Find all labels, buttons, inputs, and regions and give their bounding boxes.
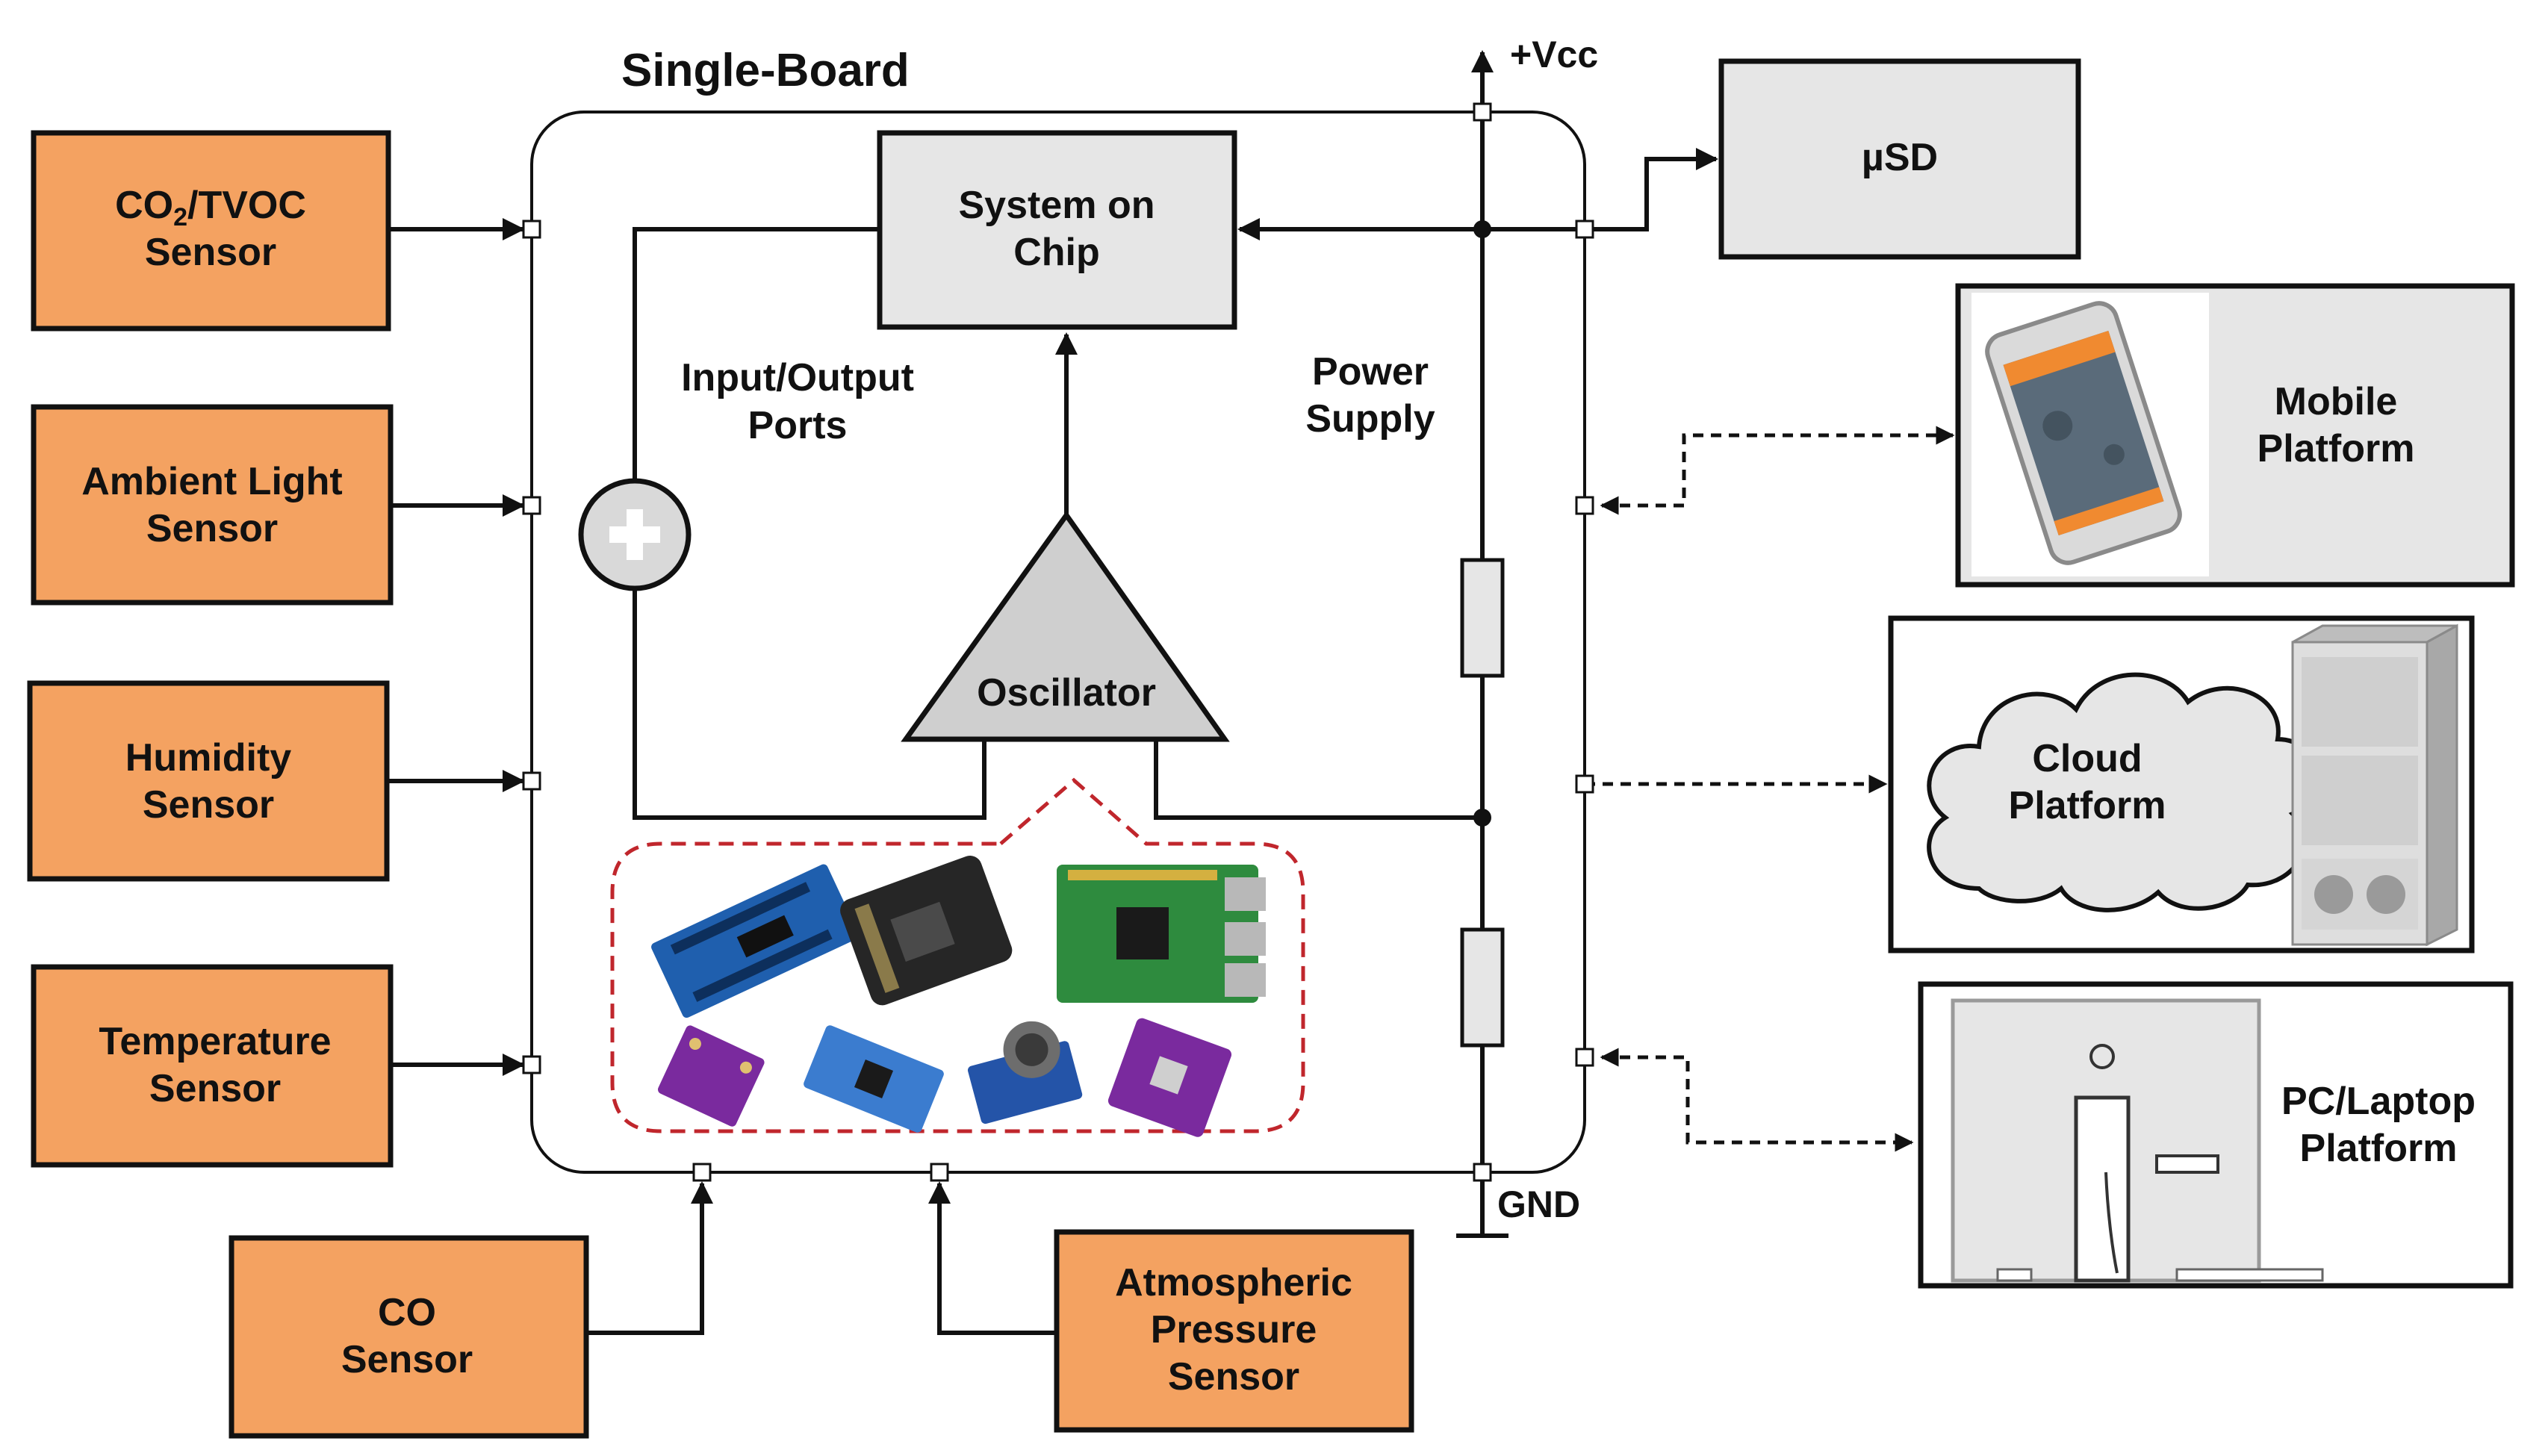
pin-vcc (1473, 102, 1492, 122)
resistor-upper (1460, 558, 1505, 678)
humidity-sensor-label-line1: Humidity (125, 736, 292, 780)
ambient-light-sensor-box (31, 404, 394, 606)
co-sensor-box (229, 1235, 589, 1439)
co2-tvoc-sensor-box (31, 130, 391, 332)
io-ports-label-line2: Ports (748, 404, 848, 447)
mobile-platform-label-line1: Mobile (2275, 380, 2398, 423)
pin-ambient-light (522, 496, 541, 515)
oscillator-label: Oscillator (977, 671, 1156, 715)
usd-label: µSD (1862, 136, 1938, 179)
io-ports-label-line1: Input/Output (681, 356, 914, 399)
power-supply-label-line2: Supply (1305, 397, 1435, 441)
system-on-chip-block (877, 130, 1237, 330)
plus-icon (578, 478, 692, 591)
oscillator-block (901, 510, 1230, 742)
power-supply-label-line1: Power (1312, 350, 1429, 393)
resistor-lower (1460, 927, 1505, 1048)
usd-box (1718, 58, 2081, 260)
usd-arrow (1585, 148, 1718, 231)
humidity-sensor-label-line2: Sensor (143, 783, 274, 827)
gnd-label: GND (1497, 1183, 1580, 1225)
pressure-sensor-label-line2: Pressure (1151, 1308, 1317, 1351)
io-loop-wire-bottom (633, 561, 986, 820)
pressure-sensor-label-line1: Atmospheric (1115, 1261, 1352, 1304)
pressure-sensor-label-line3: Sensor (1168, 1355, 1299, 1399)
microcontroller-boards-icon (651, 855, 1266, 1137)
cloud-platform-label-line1: Cloud (2032, 737, 2142, 780)
smartphone-icon (1971, 293, 2209, 576)
co-sensor-arrow (586, 1181, 713, 1335)
temperature-sensor-box (31, 964, 394, 1168)
cloud-platform-label-line2: Platform (2009, 784, 2166, 827)
server-icon (2291, 623, 2458, 947)
pc-laptop-platform-label-line1: PC/Laptop (2281, 1080, 2476, 1123)
co2-tvoc-sensor-label-line2: Sensor (145, 231, 276, 274)
pressure-sensor-arrow (928, 1181, 1057, 1335)
mobile-platform-label-line2: Platform (2258, 427, 2415, 470)
cloud-shape (1927, 672, 2319, 912)
monitor-icon (1951, 998, 2324, 1283)
single-board-title: Single-Board (621, 45, 910, 96)
ambient-light-sensor-label-line1: Ambient Light (81, 460, 343, 503)
pin-pc (1575, 1048, 1594, 1067)
pin-gnd (1473, 1163, 1492, 1182)
pin-cloud (1575, 774, 1594, 794)
mobile-link (1600, 426, 1955, 515)
co-sensor-label-line1: CO (378, 1291, 436, 1334)
pin-usd (1575, 220, 1594, 239)
soc-label-line2: Chip (1013, 231, 1100, 274)
vcc-label: +Vcc (1510, 34, 1598, 75)
junction-mid (1473, 809, 1491, 827)
pin-humidity (522, 771, 541, 791)
atmospheric-pressure-sensor-box (1054, 1229, 1414, 1433)
ambient-light-sensor-label-line2: Sensor (146, 507, 278, 550)
pin-co (692, 1163, 712, 1182)
soc-label-line1: System on (959, 184, 1155, 227)
co-sensor-label-line2: Sensor (341, 1338, 473, 1381)
pc-laptop-platform-label-line2: Platform (2300, 1127, 2458, 1170)
co2-tvoc-sensor-label-line1: CO2/TVOC (115, 184, 306, 231)
humidity-sensor-box (27, 680, 390, 882)
pin-temperature (522, 1055, 541, 1074)
temperature-sensor-label-line2: Sensor (149, 1067, 281, 1110)
pc-link (1600, 1048, 1914, 1152)
pin-pressure (930, 1163, 949, 1182)
temperature-sensor-label-line1: Temperature (99, 1020, 331, 1063)
io-loop-wire-top (633, 227, 880, 508)
pin-mobile (1575, 496, 1594, 515)
oscillator-to-rail-wire (1154, 735, 1482, 820)
junction-top (1473, 220, 1491, 238)
pin-co2-tvoc (522, 220, 541, 239)
